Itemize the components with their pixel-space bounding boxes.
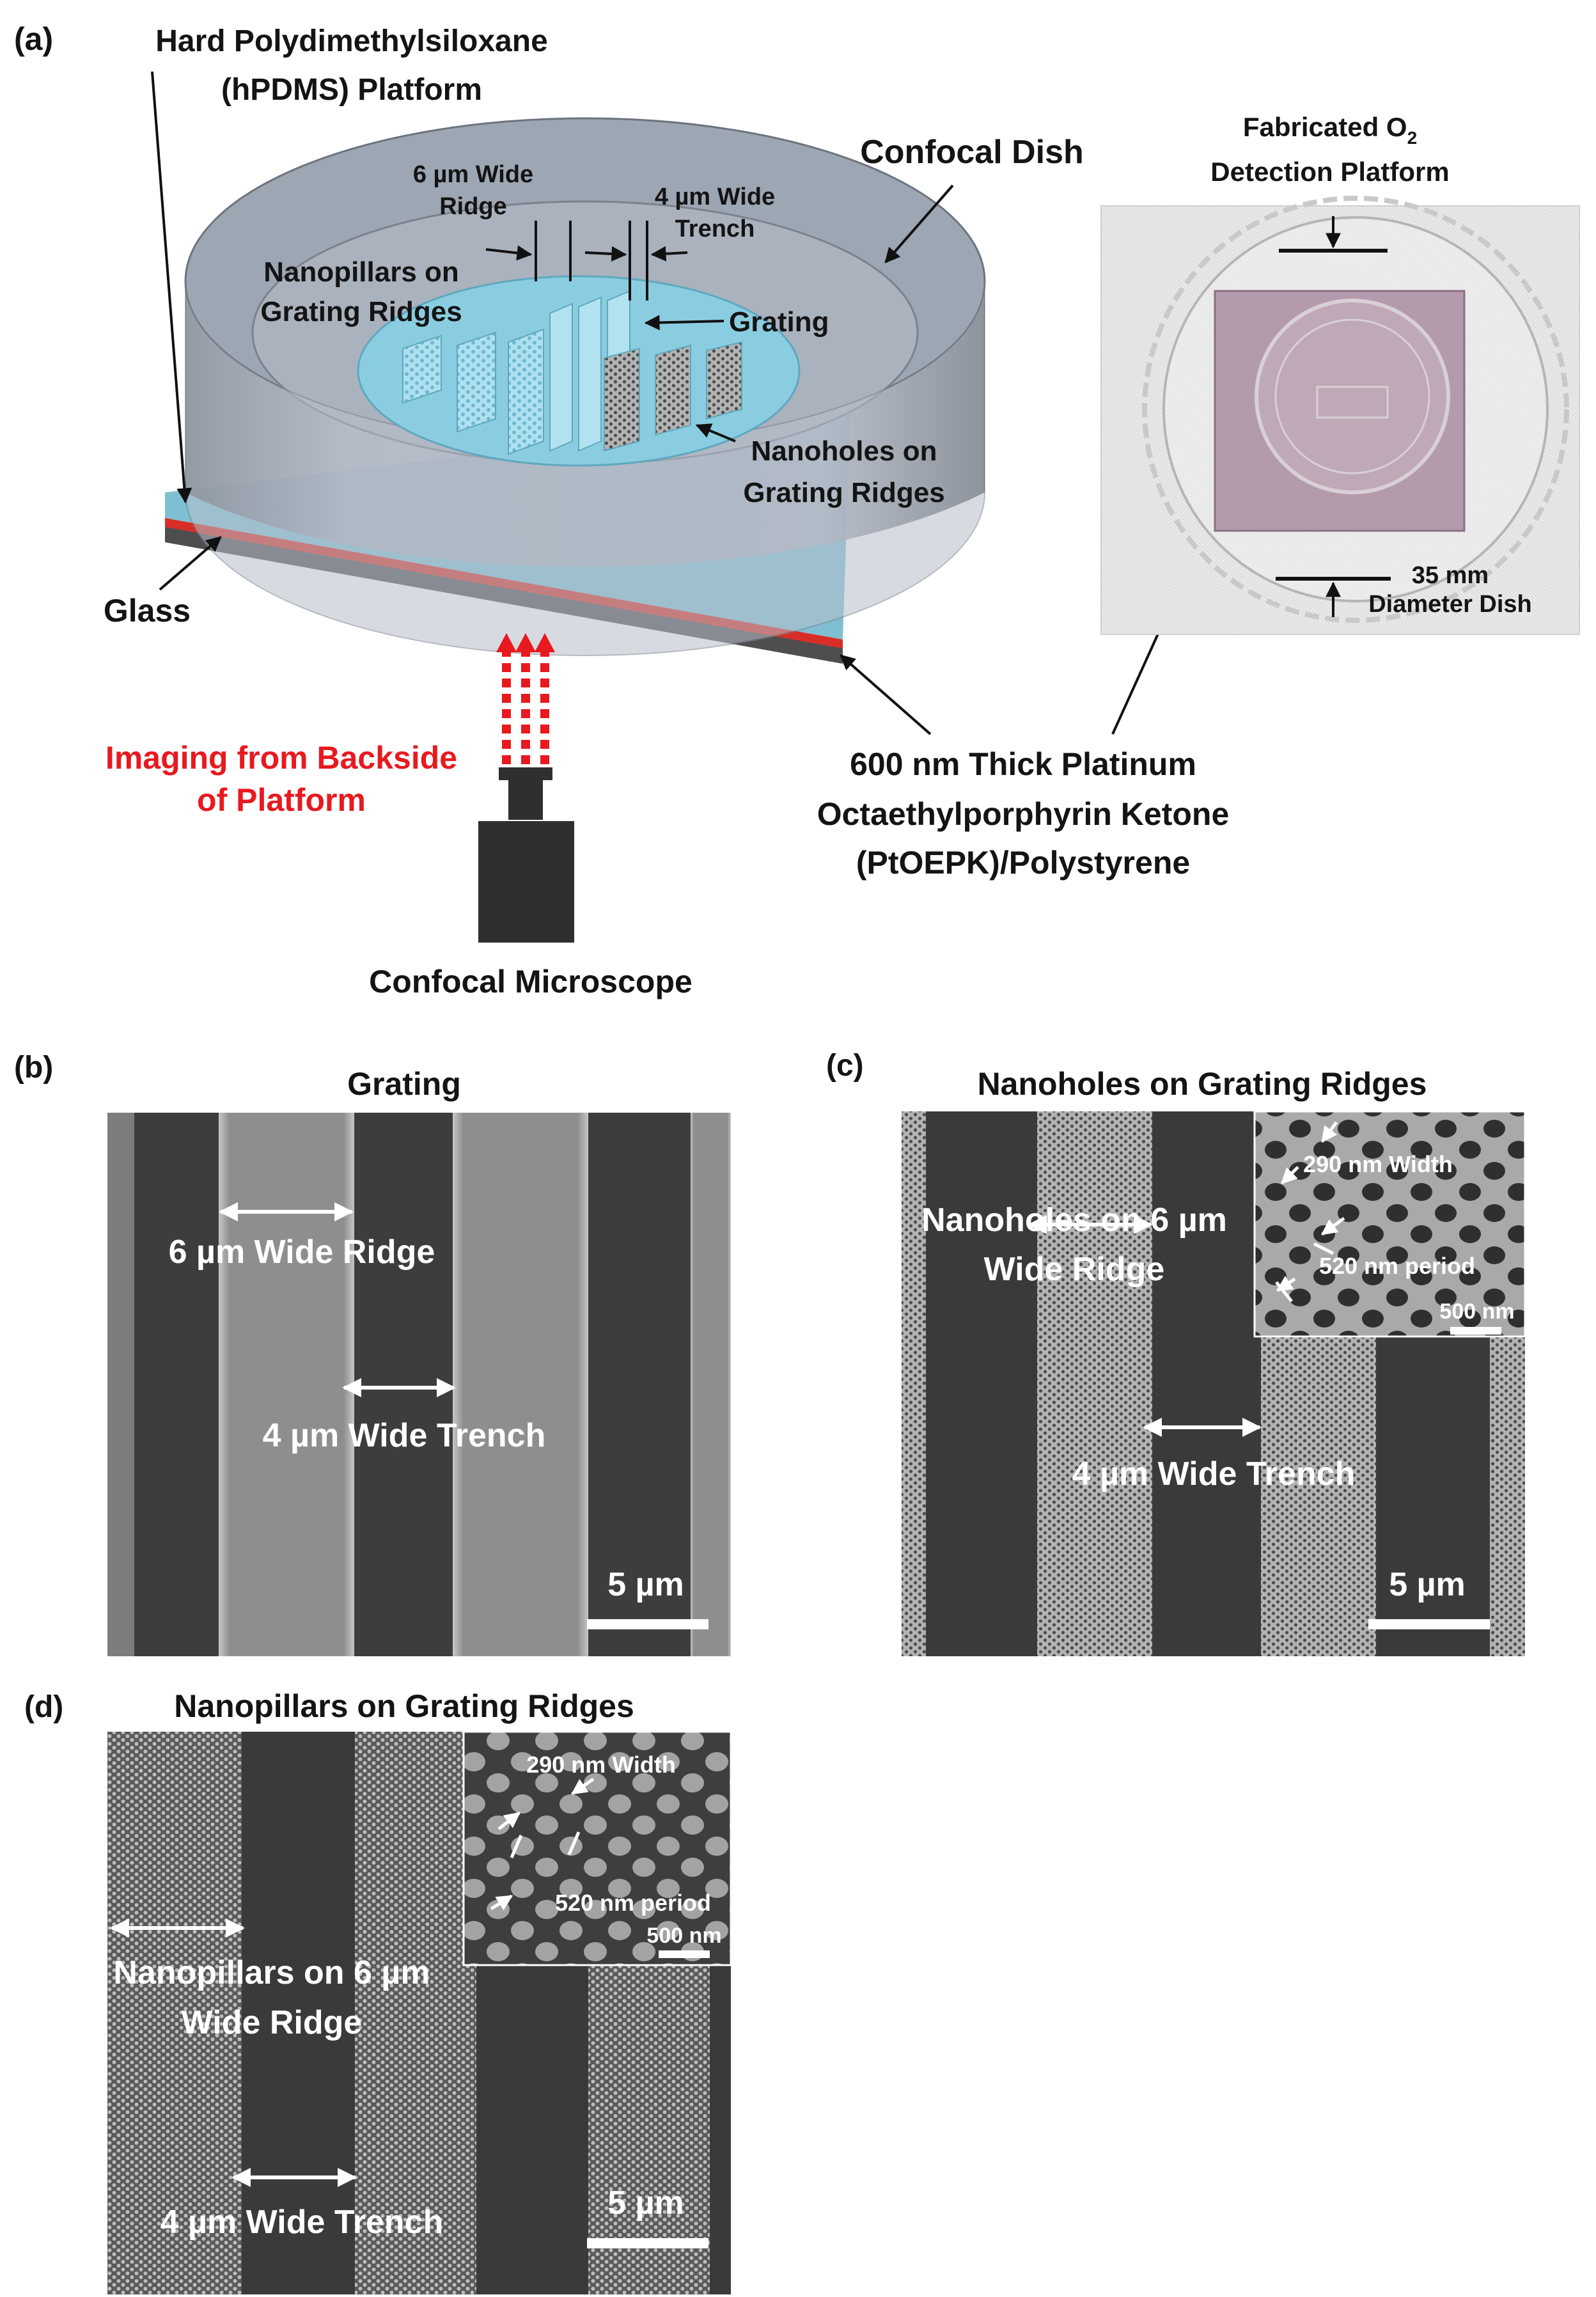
four-um-trench-line2: Trench	[675, 216, 755, 242]
nanoholes-callout: Nanoholes on Grating Ridges	[695, 423, 945, 508]
panel-c-scale-bar	[1368, 1619, 1490, 1629]
six-um-ridge-line2: Ridge	[439, 193, 507, 220]
imaging-arrows	[496, 633, 555, 764]
panel-b-scale-bar	[587, 1619, 708, 1629]
nanopillars-line1: Nanopillars on	[263, 256, 459, 288]
microscope-label: Confocal Microscope	[369, 964, 692, 1000]
glass-text: Glass	[104, 593, 191, 629]
nanoholes-line1: Nanoholes on	[751, 435, 937, 467]
panel-c-inset: 290 nm Width 520 nm period 500 nm	[1253, 1110, 1526, 1338]
panel-c-scale-label: 5 µm	[1389, 1566, 1466, 1603]
fabricated-platform-photo: 35 mm Diameter Dish	[1100, 196, 1580, 635]
panel-c-label: (c)	[826, 1049, 864, 1083]
panel-d-ridge-line1: Nanopillars on 6 µm	[113, 1954, 430, 1991]
panel-c-inset-period-label: 520 nm period	[1319, 1253, 1475, 1279]
panel-d-label: (d)	[24, 1690, 63, 1724]
fabricated-line1: Fabricated O2	[1243, 112, 1417, 148]
panel-b-ridge-label: 6 µm Wide Ridge	[169, 1234, 435, 1271]
ptoepk-line2: Octaethylporphyrin Ketone	[817, 796, 1230, 832]
panel-c-inset-width-label: 290 nm Width	[1303, 1151, 1453, 1177]
grating-text: Grating	[729, 306, 829, 338]
panel-c-title: Nanoholes on Grating Ridges	[978, 1066, 1427, 1102]
panel-d-inset-period-label: 520 nm period	[555, 1890, 711, 1916]
panel-c-ridge-line1: Nanoholes on 6 µm	[921, 1202, 1227, 1239]
panel-b-scale-label: 5 µm	[607, 1566, 684, 1603]
confocal-microscope-icon	[478, 767, 574, 943]
panel-b-trench-label: 4 µm Wide Trench	[263, 1417, 546, 1454]
panel-d-title: Nanopillars on Grating Ridges	[174, 1688, 634, 1724]
imaging-line1: Imaging from Backside	[106, 740, 457, 776]
panel-d-trench-label: 4 µm Wide Trench	[160, 2204, 444, 2241]
trench-callout: 4 µm Wide Trench	[584, 184, 775, 301]
dish-size-line1: 35 mm	[1412, 562, 1489, 589]
panel-c-ridge-line2: Wide Ridge	[984, 1251, 1165, 1288]
panel-b-title: Grating	[347, 1066, 461, 1102]
ptoepk-line1: 600 nm Thick Platinum	[850, 746, 1196, 782]
ridge-callout: 6 µm Wide Ridge	[413, 161, 572, 281]
panel-a-label: (a)	[14, 21, 53, 57]
hpdms-label-line2: (hPDMS) Platform	[221, 73, 482, 107]
fabricated-o-text: Fabricated O	[1243, 112, 1407, 142]
confocal-dish-text: Confocal Dish	[860, 134, 1084, 171]
inner-well	[357, 275, 801, 467]
panel-d-ridge-line2: Wide Ridge	[182, 2004, 363, 2041]
fabricated-line2: Detection Platform	[1210, 157, 1449, 187]
panel-d-inset-width-label: 290 nm Width	[526, 1752, 676, 1778]
fabricated-label: Fabricated O2 Detection Platform	[1210, 112, 1449, 187]
panel-d: (d) Nanopillars on Grating Ridges 290 nm…	[24, 1688, 732, 2294]
confocal-dish-label: Confocal Dish	[860, 134, 1084, 263]
four-um-trench-line1: 4 µm Wide	[655, 184, 775, 210]
nanoholes-line2: Grating Ridges	[743, 477, 944, 508]
panel-a: (a)	[14, 21, 1580, 1000]
panel-d-inset-scale-label: 500 nm	[646, 1924, 721, 1948]
panel-c-inset-scale-bar	[1450, 1327, 1501, 1335]
fabricated-subscript: 2	[1407, 128, 1418, 148]
nanopillar-ridges	[402, 328, 544, 455]
panel-c-inset-scale-label: 500 nm	[1439, 1299, 1514, 1324]
panel-d-scale-label: 5 µm	[607, 2184, 684, 2222]
nanohole-ridges	[604, 341, 742, 452]
panel-c: (c) Nanoholes on Grating Ridges 290 nm W…	[826, 1049, 1526, 1656]
nanopillars-callout: Nanopillars on Grating Ridges	[260, 256, 462, 327]
grating-callout: Grating	[644, 306, 829, 338]
hpdms-label-line1: Hard Polydimethylsiloxane	[155, 24, 548, 58]
panel-b: (b) Grating 6 µm Wide Ridge 4 µm Wide Tr…	[14, 1051, 731, 1656]
hpdms-label: Hard Polydimethylsiloxane (hPDMS) Platfo…	[151, 24, 548, 504]
glass-callout: Glass	[104, 536, 222, 629]
panel-c-trench-label: 4 µm Wide Trench	[1072, 1455, 1356, 1493]
panel-b-label: (b)	[14, 1051, 53, 1085]
imaging-line2: of Platform	[197, 782, 366, 818]
nanopillars-line2: Grating Ridges	[260, 296, 462, 327]
ptoepk-line3: (PtOEPK)/Polystyrene	[856, 845, 1190, 881]
six-um-ridge-line1: 6 µm Wide	[413, 161, 533, 188]
panel-d-scale-bar	[587, 2238, 708, 2248]
panel-d-inset: 290 nm Width 520 nm period 500 nm	[462, 1730, 732, 1966]
panel-d-inset-scale-bar	[659, 1950, 710, 1958]
dish-size-line2: Diameter Dish	[1368, 591, 1532, 618]
